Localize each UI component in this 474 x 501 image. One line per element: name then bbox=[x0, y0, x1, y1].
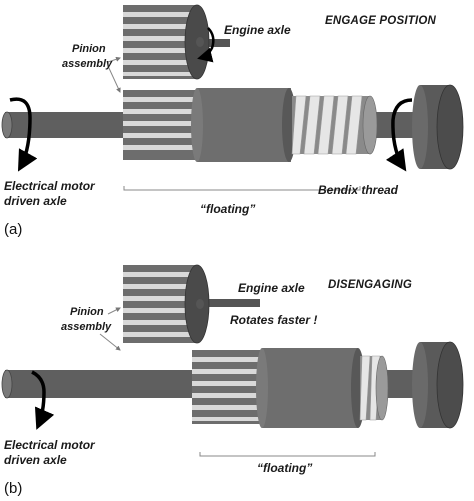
sleeve-a bbox=[197, 88, 291, 162]
motor-label-a-1: Electrical motor bbox=[4, 179, 96, 193]
rotates-faster-label-b: Rotates faster ! bbox=[230, 313, 317, 327]
rotation-arrow-right-a bbox=[385, 98, 413, 172]
panel-title-a: ENGAGE POSITION bbox=[325, 15, 436, 27]
end-disc-a bbox=[412, 84, 464, 170]
motor-shaft-a-end bbox=[1, 111, 13, 139]
pinion-pointer-top-a bbox=[107, 56, 121, 63]
panel-a: Engine axle ENGAGE POSITION Pinion assem… bbox=[1, 4, 464, 238]
engine-gear-a bbox=[123, 4, 210, 80]
pinion-label-b-1: Pinion bbox=[70, 306, 104, 318]
engine-axle-label-b: Engine axle bbox=[238, 281, 305, 295]
floating-label-b: “floating” bbox=[257, 461, 312, 475]
pinion-label-a-1: Pinion bbox=[72, 43, 106, 55]
engine-gear-b bbox=[123, 264, 210, 344]
engine-axle-b bbox=[198, 299, 260, 307]
pinion-gear-a bbox=[123, 90, 197, 160]
pinion-label-b-2: assembly bbox=[61, 321, 112, 333]
motor-shaft-b-end bbox=[1, 369, 13, 399]
motor-label-a-2: driven axle bbox=[4, 194, 67, 208]
pinion-pointer-bottom-a bbox=[107, 65, 121, 93]
panel-tag-a: (a) bbox=[4, 221, 22, 238]
panel-title-b: DISENGAGING bbox=[328, 279, 412, 291]
rotation-arrow-left-a bbox=[9, 97, 38, 172]
panel-tag-b: (b) bbox=[4, 480, 22, 497]
bendix-thread-b bbox=[359, 355, 389, 421]
motor-label-b-2: driven axle bbox=[4, 453, 67, 467]
pinion-pointer-top-b bbox=[107, 307, 121, 315]
pinion-gear-b bbox=[192, 350, 262, 424]
rotation-arrow-engine-a bbox=[197, 27, 215, 63]
engine-axle-label-a: Engine axle bbox=[224, 23, 291, 37]
panel-b: Engine axle DISENGAGING Rotates faster !… bbox=[1, 264, 464, 497]
sleeve-b bbox=[262, 348, 358, 428]
end-disc-b bbox=[412, 341, 464, 429]
bendix-thread-a bbox=[291, 95, 378, 155]
floating-bracket-b bbox=[199, 452, 376, 457]
pinion-pointer-bottom-b bbox=[99, 333, 121, 351]
motor-label-b-1: Electrical motor bbox=[4, 438, 96, 452]
floating-bracket-a bbox=[123, 186, 361, 191]
floating-label-a: “floating” bbox=[200, 202, 255, 216]
pinion-label-a-2: assembly bbox=[62, 58, 113, 70]
rotation-arrow-left-b bbox=[31, 370, 55, 430]
bendix-label-a: Bendix thread bbox=[318, 183, 399, 197]
